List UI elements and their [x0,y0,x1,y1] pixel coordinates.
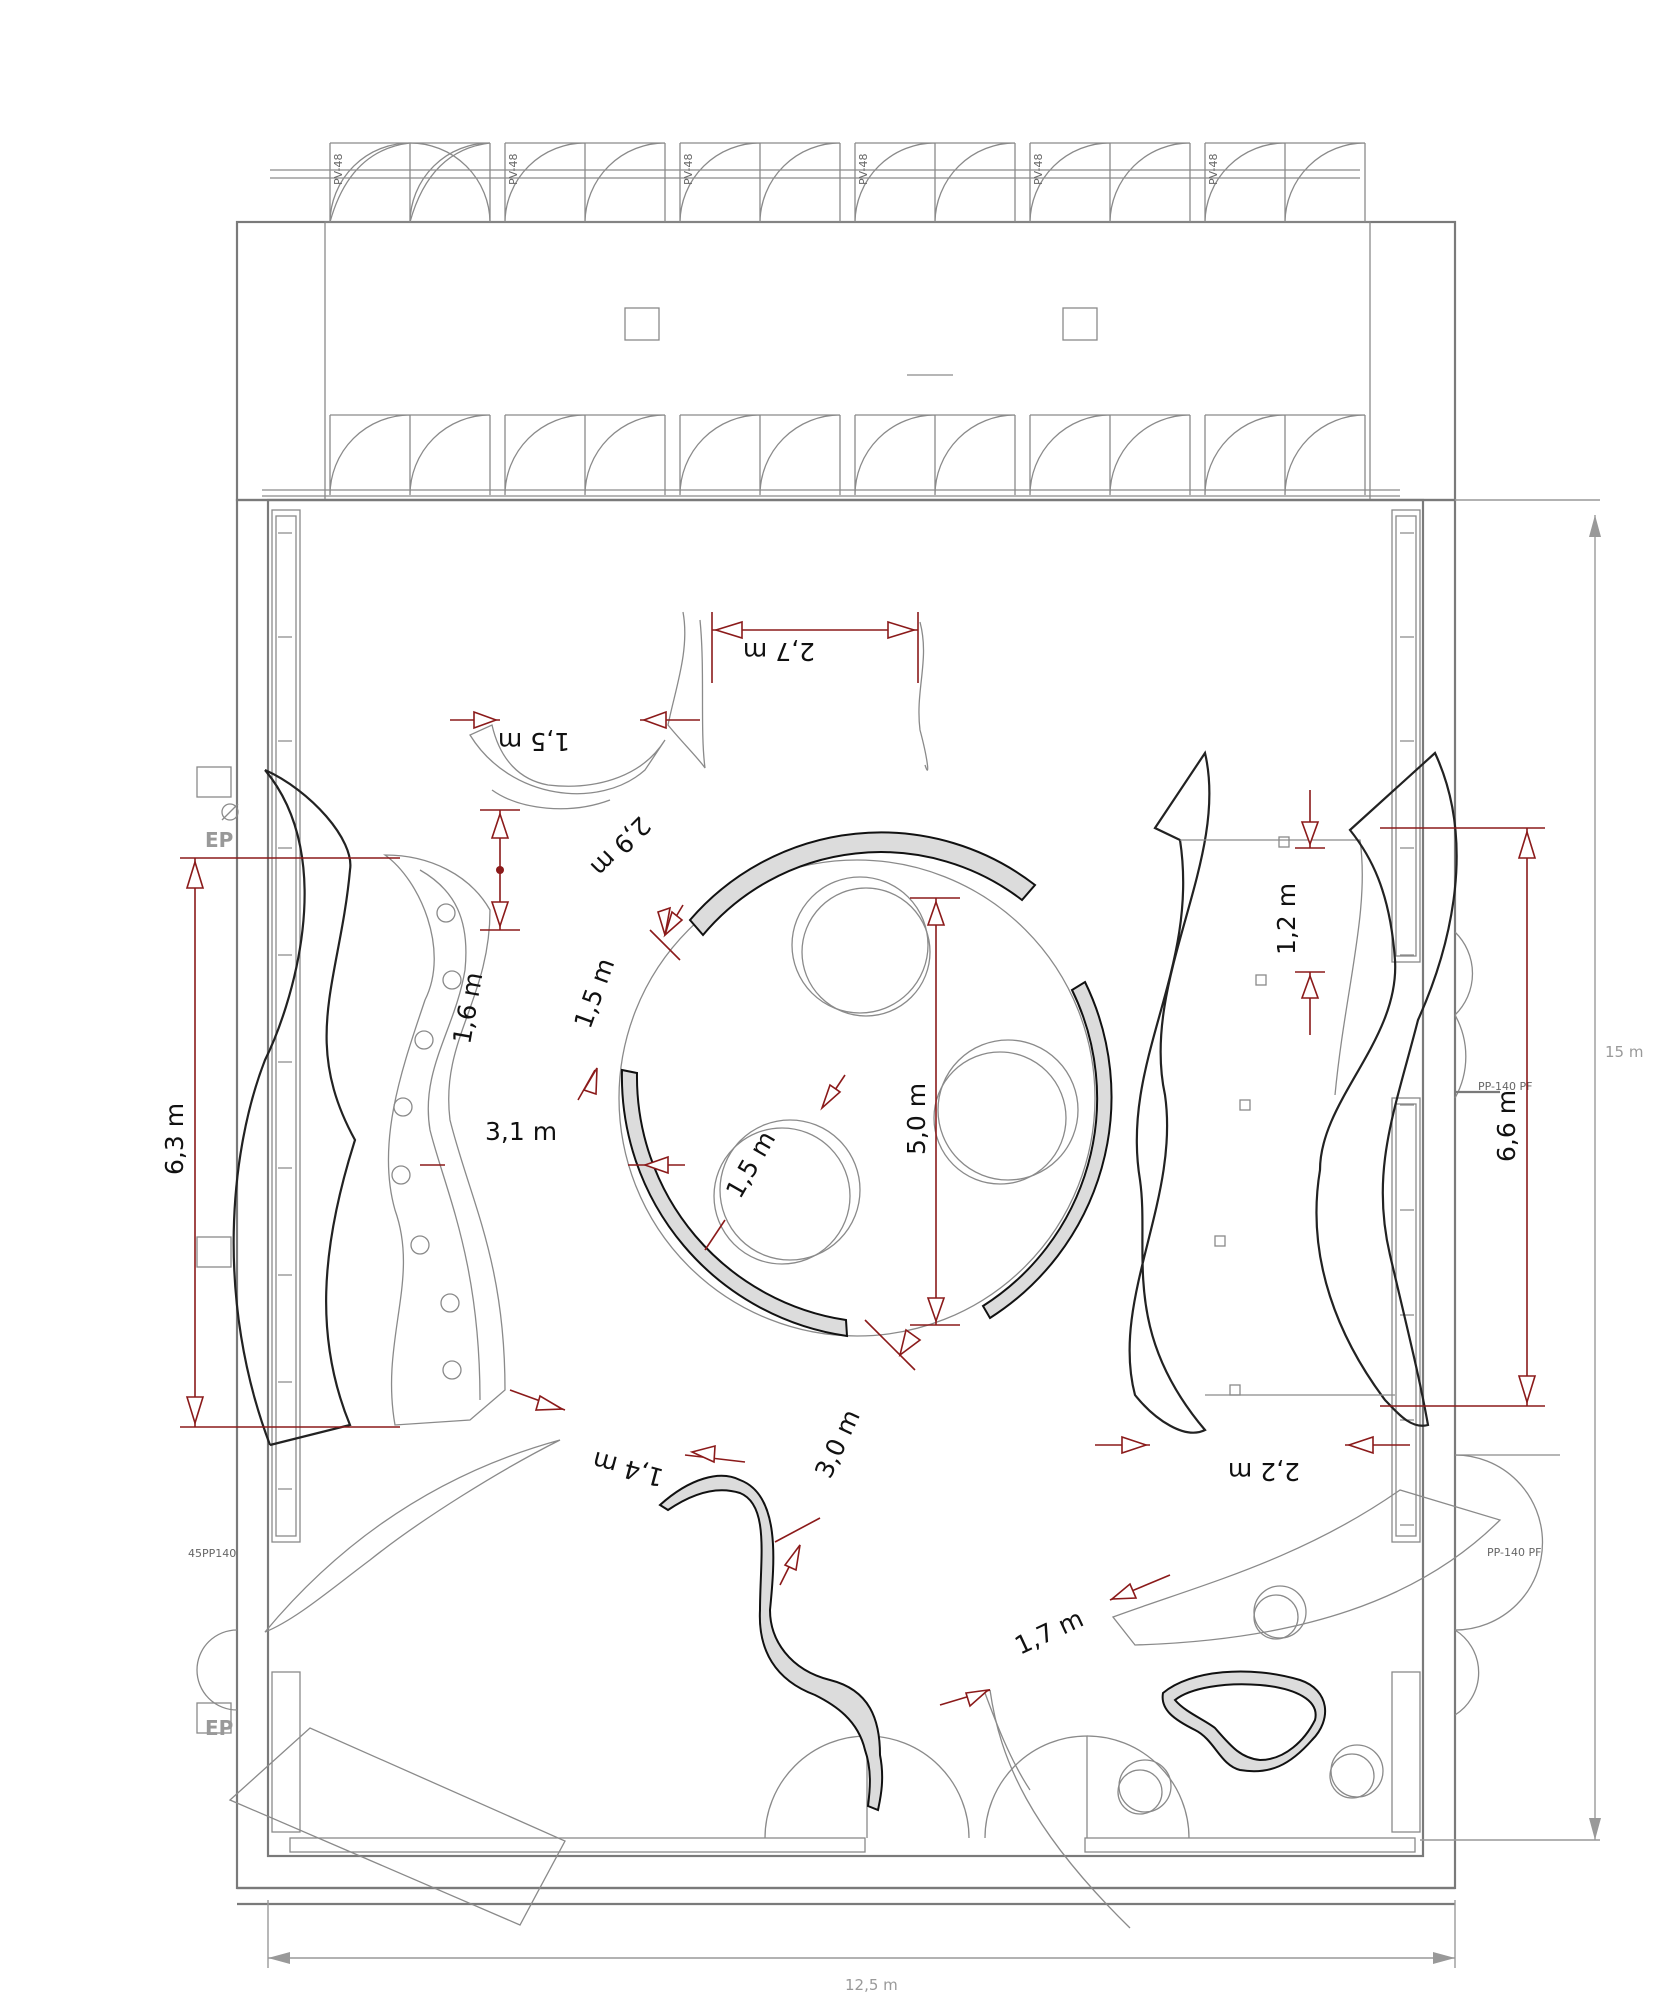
dim-1-7: 1,7 m [1010,1604,1088,1661]
dim-1-5-inner: 1,5 m [720,1126,781,1203]
overall-dimensions: 12,5 m 15 m [267,499,1643,1994]
door-tags: PV-48 PV-48 PV-48 PV-48 PV-48 PV-48 [332,154,1220,185]
bottom-right-stands [1111,1489,1502,1815]
dimension-lines [180,612,1545,1708]
top-door-row-lower [329,414,1366,496]
top-door-row-upper [329,142,1366,223]
door-tag: PV-48 [857,154,870,185]
ep-label: EP [205,828,233,852]
dimension-texts: 2,7 m 1,5 m 2,9 m 1,5 m 1,6 m 6,3 m 3,1 … [160,637,1521,1660]
bottom-left-stands [228,1439,566,1926]
dim-3-1: 3,1 m [485,1117,557,1146]
dim-2-7: 2,7 m [743,637,815,666]
dim-6-6: 6,6 m [1492,1090,1521,1162]
dim-6-3: 6,3 m [160,1103,189,1175]
ep-box [196,766,232,798]
column-box [196,1236,232,1268]
column-right [1062,307,1098,341]
s-shaped-stand [658,1474,884,1812]
dim-2-9: 2,9 m [585,811,656,882]
top-vestibule [235,169,1457,502]
side-tag-right: PP-140 PF [1487,1546,1541,1559]
overall-height-label: 15 m [1605,1043,1643,1061]
right-wavy-partitions [1128,750,1458,1434]
side-tag-left: 45PP140 [188,1547,236,1560]
partition-tag: PP-140 PF [1478,1080,1532,1093]
bottom-center-thin [984,1689,1131,1929]
door-tag: PV-48 [682,154,695,185]
door-tag: PV-48 [1207,154,1220,185]
top-curved-stand [469,724,666,810]
dim-5-0: 5,0 m [902,1083,931,1155]
bottom-doors [764,1735,1190,1839]
side-doors: PP-140 PF PP-140 PF 45PP140 [188,931,1560,1716]
door-tag: PV-48 [1032,154,1045,185]
dim-1-6: 1,6 m [447,970,488,1046]
central-round-stand [618,831,1113,1338]
dim-1-2: 1,2 m [1272,883,1301,955]
top-thin-partitions [667,611,929,771]
overall-width-label: 12,5 m [845,1976,898,1994]
ep-label-lower: EP [205,1716,233,1740]
column-left [624,307,660,341]
dim-2-2: 2,2 m [1228,1457,1300,1486]
dim-1-5-top: 1,5 m [498,727,570,756]
door-tag: PV-48 [507,154,520,185]
emergency-panel: EP EP [196,766,239,1740]
dim-1-5-left: 1,5 m [568,954,620,1032]
left-wavy-partitions [232,768,506,1447]
door-tag: PV-48 [332,154,345,185]
ep-box-lower [196,1702,232,1734]
room-walls [235,498,1457,1906]
dim-3-0: 3,0 m [809,1405,866,1483]
dim-1-4: 1,4 m [589,1446,666,1493]
